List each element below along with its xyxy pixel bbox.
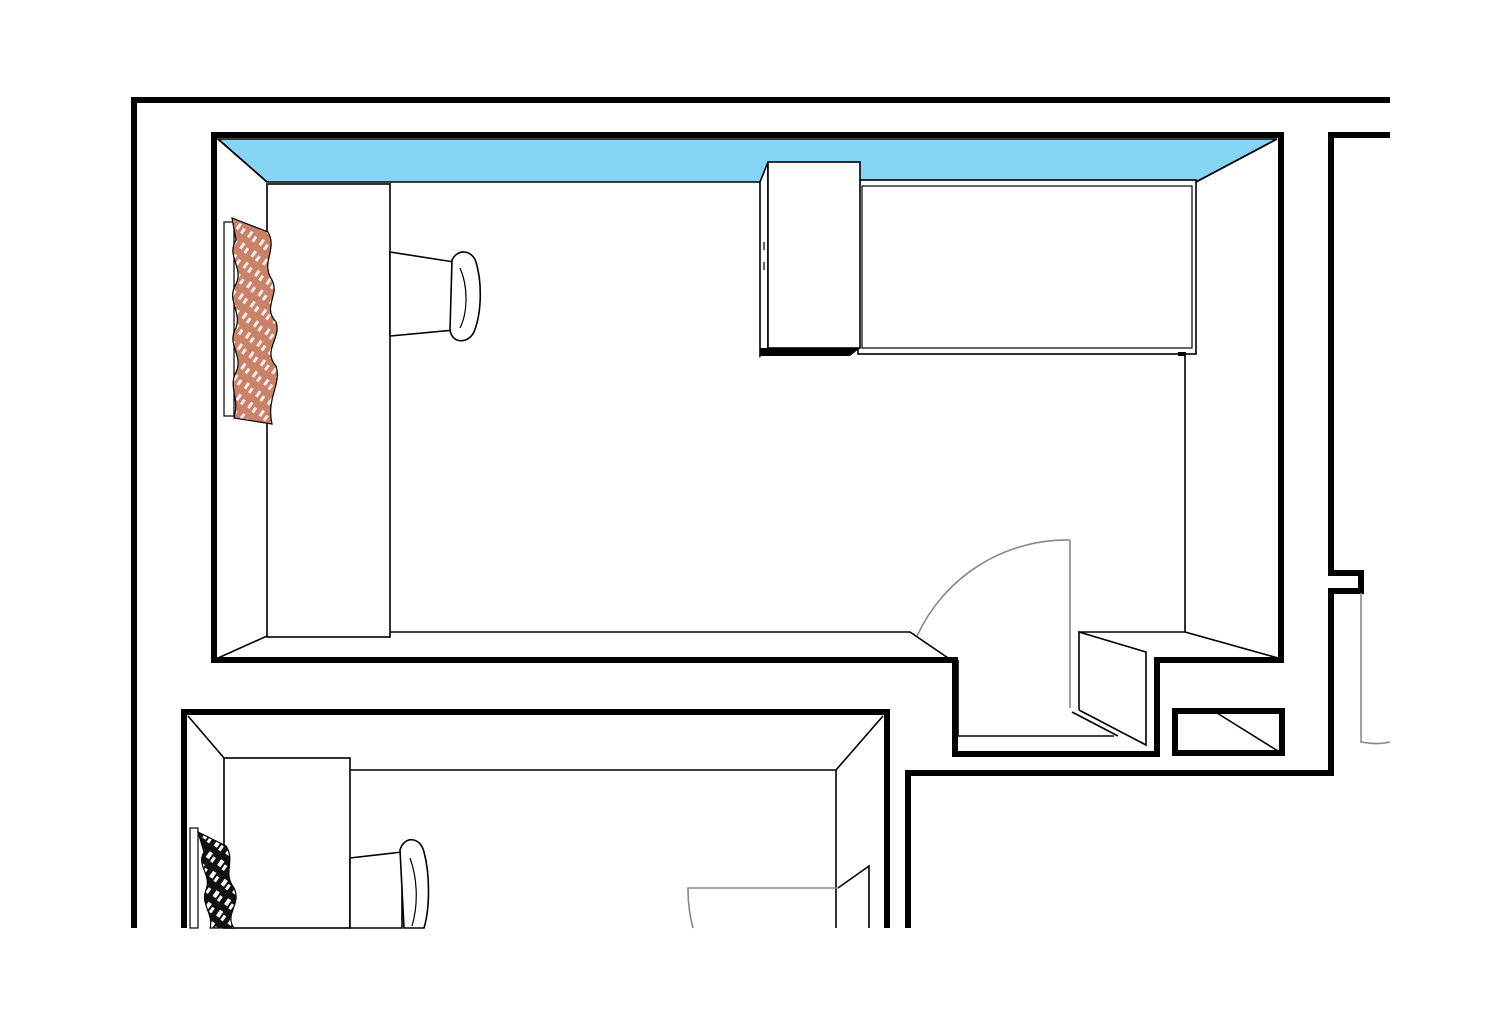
lower-desk	[223, 757, 351, 929]
lower-corner-right	[835, 715, 884, 771]
utility-shaft	[1172, 708, 1285, 756]
inner-wall-bottom	[390, 631, 952, 661]
bed-frame	[857, 179, 1197, 355]
corner-line-bottom-right	[1184, 631, 1279, 659]
door-swing-arc	[916, 539, 1071, 637]
radiator-frame	[223, 221, 235, 417]
bed-foot-stub	[1178, 352, 1186, 356]
door-recess	[957, 660, 1114, 737]
lower-inner-wall	[350, 769, 837, 928]
shaft-diagonal	[1216, 712, 1279, 752]
lower-corner-left	[187, 715, 225, 759]
outer-wall-left-top	[131, 97, 1390, 928]
corner-line-bottom-left	[217, 635, 268, 659]
bed-mattress	[861, 185, 1193, 349]
chair-upper	[389, 251, 482, 342]
door-closet	[1078, 630, 1147, 747]
lower-radiator-frame	[189, 827, 199, 929]
corner-line-top-right	[1195, 138, 1278, 183]
chair-lower	[349, 838, 430, 929]
corner-line-top-left	[217, 138, 268, 183]
lower-door-swing	[687, 887, 838, 929]
radiator-brown	[231, 217, 278, 425]
window-glass	[215, 138, 1278, 183]
door-closet-floor	[1071, 711, 1119, 737]
lower-window-frame	[837, 864, 870, 928]
upper-room-wall	[211, 132, 1284, 757]
wardrobe-side	[759, 161, 769, 358]
lower-room-wall	[181, 709, 890, 928]
corridor-door-swing	[1360, 593, 1391, 745]
radiator-dark	[197, 830, 237, 929]
outer-wall-right-corridor	[905, 132, 1390, 928]
wardrobe-base	[760, 348, 860, 356]
desk	[266, 183, 391, 638]
wardrobe	[767, 161, 861, 349]
